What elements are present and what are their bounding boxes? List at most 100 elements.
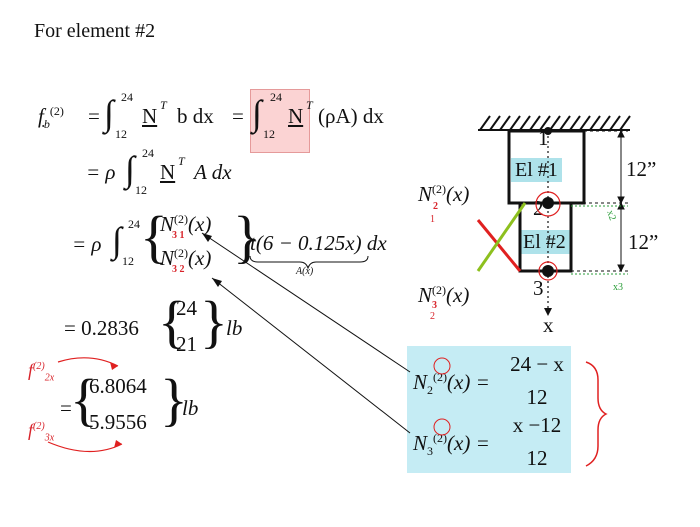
int-upper: 24 — [121, 90, 133, 104]
line4-prefix: = 0.2836 — [64, 316, 139, 340]
red-bracket — [585, 361, 608, 467]
N-vector-2: N — [288, 104, 304, 128]
Ntop-sup: (2) — [432, 182, 447, 196]
line3-factor: t(6 − 0.125x) dx — [250, 231, 387, 255]
handwritten-Ntop-alt: 1 — [430, 214, 435, 225]
node-3-label: 3 — [533, 276, 544, 300]
line3-prefix: = ρ — [72, 232, 102, 256]
N2-sup-circle — [433, 357, 451, 375]
element-2-bar — [518, 201, 573, 273]
handwritten-arrowhead-2 — [114, 440, 122, 448]
N3-sym: N — [413, 431, 428, 455]
row2-sup: (2) — [174, 246, 189, 260]
element-2-label: El #2 — [519, 230, 570, 254]
axis-arrow — [544, 308, 552, 316]
left-brace-3: { — [70, 367, 98, 432]
Ntop-arg: (x) — [446, 182, 470, 206]
node-2-label: 2 — [533, 196, 544, 220]
pointer-arrow-1 — [202, 233, 212, 242]
int2-lower: 12 — [263, 127, 275, 141]
row1-arg: (x) — [188, 212, 212, 236]
line5-prefix: = — [60, 396, 72, 420]
integral-sign-3: ∫ — [125, 149, 135, 189]
integral-sign: ∫ — [104, 93, 114, 133]
left-brace: { — [140, 204, 168, 269]
handwritten-arrow-1 — [57, 357, 119, 367]
Nbot-arg: (x) — [446, 283, 470, 307]
N-top-label: N(2)(x) — [418, 182, 469, 207]
node-2-circle — [535, 191, 561, 217]
N2-numerator: 24 − x — [510, 352, 564, 376]
fixed-support-hatch — [478, 115, 631, 131]
N-vector-3: N — [160, 160, 176, 184]
row2-N: N — [160, 246, 175, 270]
int4-lower: 12 — [122, 254, 134, 268]
matrix-row-2: N(2)(x) — [160, 246, 211, 271]
handwritten-Ntop-sub: 2 — [433, 201, 438, 212]
N3-sup-circle — [433, 418, 451, 436]
node-1-label: 1 — [538, 126, 549, 150]
Nbot-sym: N — [418, 283, 433, 307]
line5-v2: 5.9556 — [89, 410, 147, 434]
node-1-dot — [544, 127, 552, 135]
integrand2-rest: (ρA) dx — [318, 104, 384, 128]
handwritten-Nbot-sub: 3 — [432, 300, 437, 311]
line4-unit: lb — [226, 316, 243, 340]
fb-symbol: f — [38, 104, 44, 128]
node-3-circle — [538, 261, 558, 281]
integral-sign-4: ∫ — [112, 220, 122, 260]
equation-line-1: fb(2) — [38, 104, 64, 132]
line5-v1: 6.8064 — [89, 374, 147, 398]
node-2-dot — [542, 197, 554, 209]
length-1-label: 12” — [626, 157, 657, 181]
N3-numerator: x −12 — [512, 413, 562, 437]
handwritten-row1-sub: 3 1 — [172, 230, 185, 241]
line4-v2: 21 — [176, 332, 197, 356]
handwritten-arrow-2 — [47, 441, 123, 453]
f2x-f: f — [28, 360, 34, 380]
N-transpose: T — [160, 98, 167, 112]
f3x-sub: 3x — [44, 432, 55, 444]
matrix-row-1: N(2)(x) — [160, 212, 211, 237]
N3-sub: 3 — [427, 444, 434, 459]
node-3-dot — [542, 265, 554, 277]
pointer-line-2 — [211, 277, 411, 434]
handwritten-row2-sub: 3 2 — [172, 264, 185, 275]
shape-line-green — [476, 202, 527, 272]
N3-arg: (x) = — [447, 431, 490, 455]
N-vector: N — [142, 104, 158, 128]
N2-denominator: 12 — [526, 385, 548, 409]
N2-sub: 2 — [427, 383, 434, 398]
N-bot-label: N(2)(x) — [418, 283, 469, 308]
f3x-f: f — [28, 420, 34, 440]
handwritten-f2x: f(2)2x — [28, 360, 54, 384]
length-2-label: 12” — [628, 230, 659, 254]
int2-upper: 24 — [270, 90, 282, 104]
line2-integrand: A dx — [194, 160, 232, 184]
int3-upper: 24 — [142, 146, 154, 160]
N2-arg: (x) = — [447, 370, 490, 394]
fb-superscript: (2) — [49, 104, 64, 118]
N-transpose-2: T — [306, 98, 313, 112]
int3-lower: 12 — [135, 183, 147, 197]
underbrace — [249, 255, 369, 270]
pointer-arrow-2 — [212, 278, 222, 287]
Nbot-sup: (2) — [432, 283, 447, 297]
f3x-sup: (2) — [33, 421, 45, 432]
axis-x-label: x — [543, 313, 554, 337]
handwritten-x3: x3 — [613, 282, 623, 293]
int-lower: 12 — [115, 127, 127, 141]
integral-sign-2: ∫ — [252, 93, 262, 133]
row2-arg: (x) — [188, 246, 212, 270]
f2x-sup: (2) — [33, 361, 45, 372]
dimension-arrows — [617, 129, 625, 273]
right-brace-2: } — [200, 289, 228, 354]
line2-prefix: = ρ — [86, 160, 116, 184]
element-1-label: El #1 — [511, 158, 562, 182]
line5-unit: lb — [182, 396, 199, 420]
fb-subscript: b — [43, 117, 50, 132]
row1-N: N — [160, 212, 175, 236]
slide-title: For element #2 — [34, 20, 156, 42]
